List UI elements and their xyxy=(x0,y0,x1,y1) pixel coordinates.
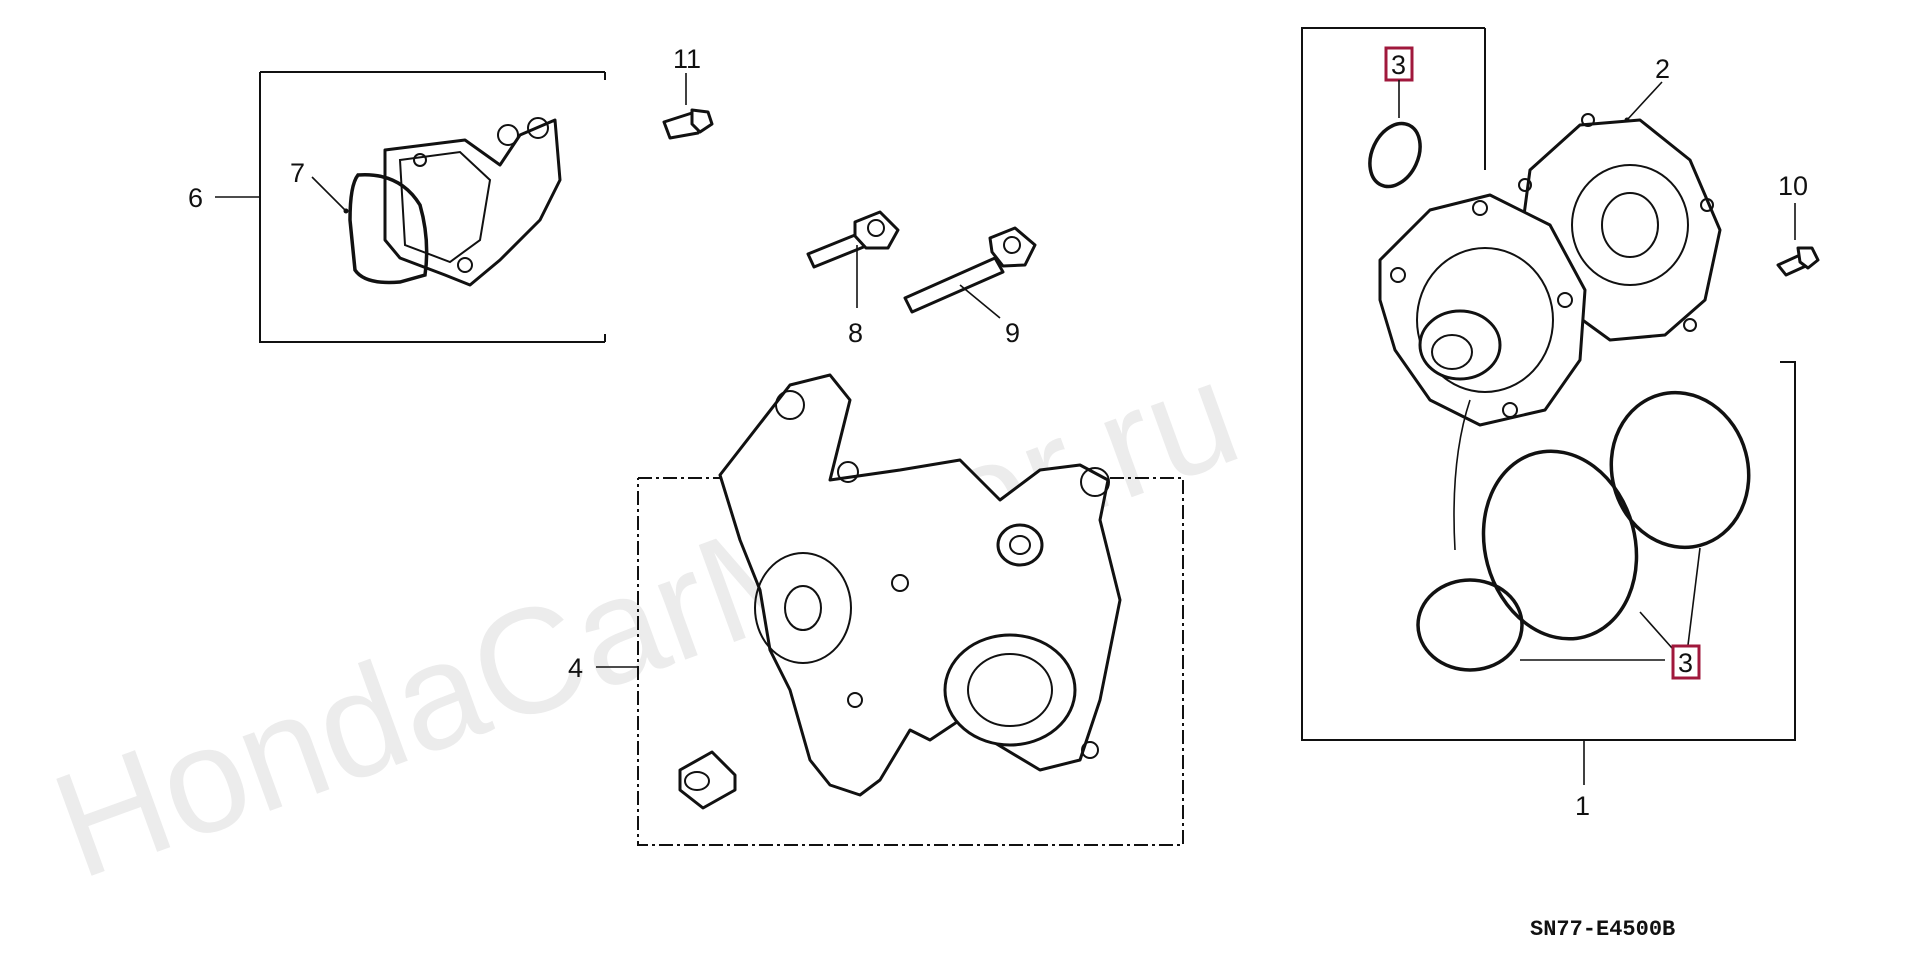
callout-6[interactable]: 6 xyxy=(188,183,203,213)
gasket-7-part[interactable] xyxy=(348,173,429,285)
o-ring-small-bottom[interactable] xyxy=(1416,578,1524,672)
highlight-box-bottom xyxy=(1671,644,1701,680)
callout-8[interactable]: 8 xyxy=(848,318,863,348)
part-group-1: 1 3 2 3 xyxy=(1301,27,1796,821)
part-group-4: 4 xyxy=(568,373,1184,846)
callout-7[interactable]: 7 xyxy=(290,158,305,188)
callout-11[interactable]: 11 xyxy=(673,44,701,74)
callout-1[interactable]: 1 xyxy=(1575,791,1590,821)
o-ring-small-top[interactable] xyxy=(1360,115,1430,194)
callout-2[interactable]: 2 xyxy=(1655,54,1670,84)
part-group-6: 6 7 xyxy=(188,71,606,343)
callout-3-top[interactable]: 3 xyxy=(1391,50,1406,80)
group-4-frame xyxy=(637,477,1184,846)
diagram-code: SN77-E4500B xyxy=(1530,917,1675,942)
group-6-bracket xyxy=(259,71,606,343)
callout-4[interactable]: 4 xyxy=(568,653,583,683)
bolt-9-part[interactable] xyxy=(903,256,1005,314)
callout-10[interactable]: 10 xyxy=(1778,171,1808,201)
o-ring-large-right[interactable] xyxy=(1594,377,1766,563)
housing-cover-part[interactable] xyxy=(383,118,562,287)
callout-3-bottom[interactable]: 3 xyxy=(1678,648,1693,678)
bolt-8: 8 xyxy=(806,210,900,348)
bolt-11: 11 xyxy=(662,44,714,140)
bolt-9: 9 xyxy=(903,226,1037,348)
bolt-10: 10 xyxy=(1776,171,1820,277)
o-ring-large-center[interactable] xyxy=(1463,434,1657,656)
collar-part[interactable] xyxy=(678,750,737,810)
callout-9[interactable]: 9 xyxy=(1005,318,1020,348)
group-1-bracket xyxy=(1301,27,1796,741)
